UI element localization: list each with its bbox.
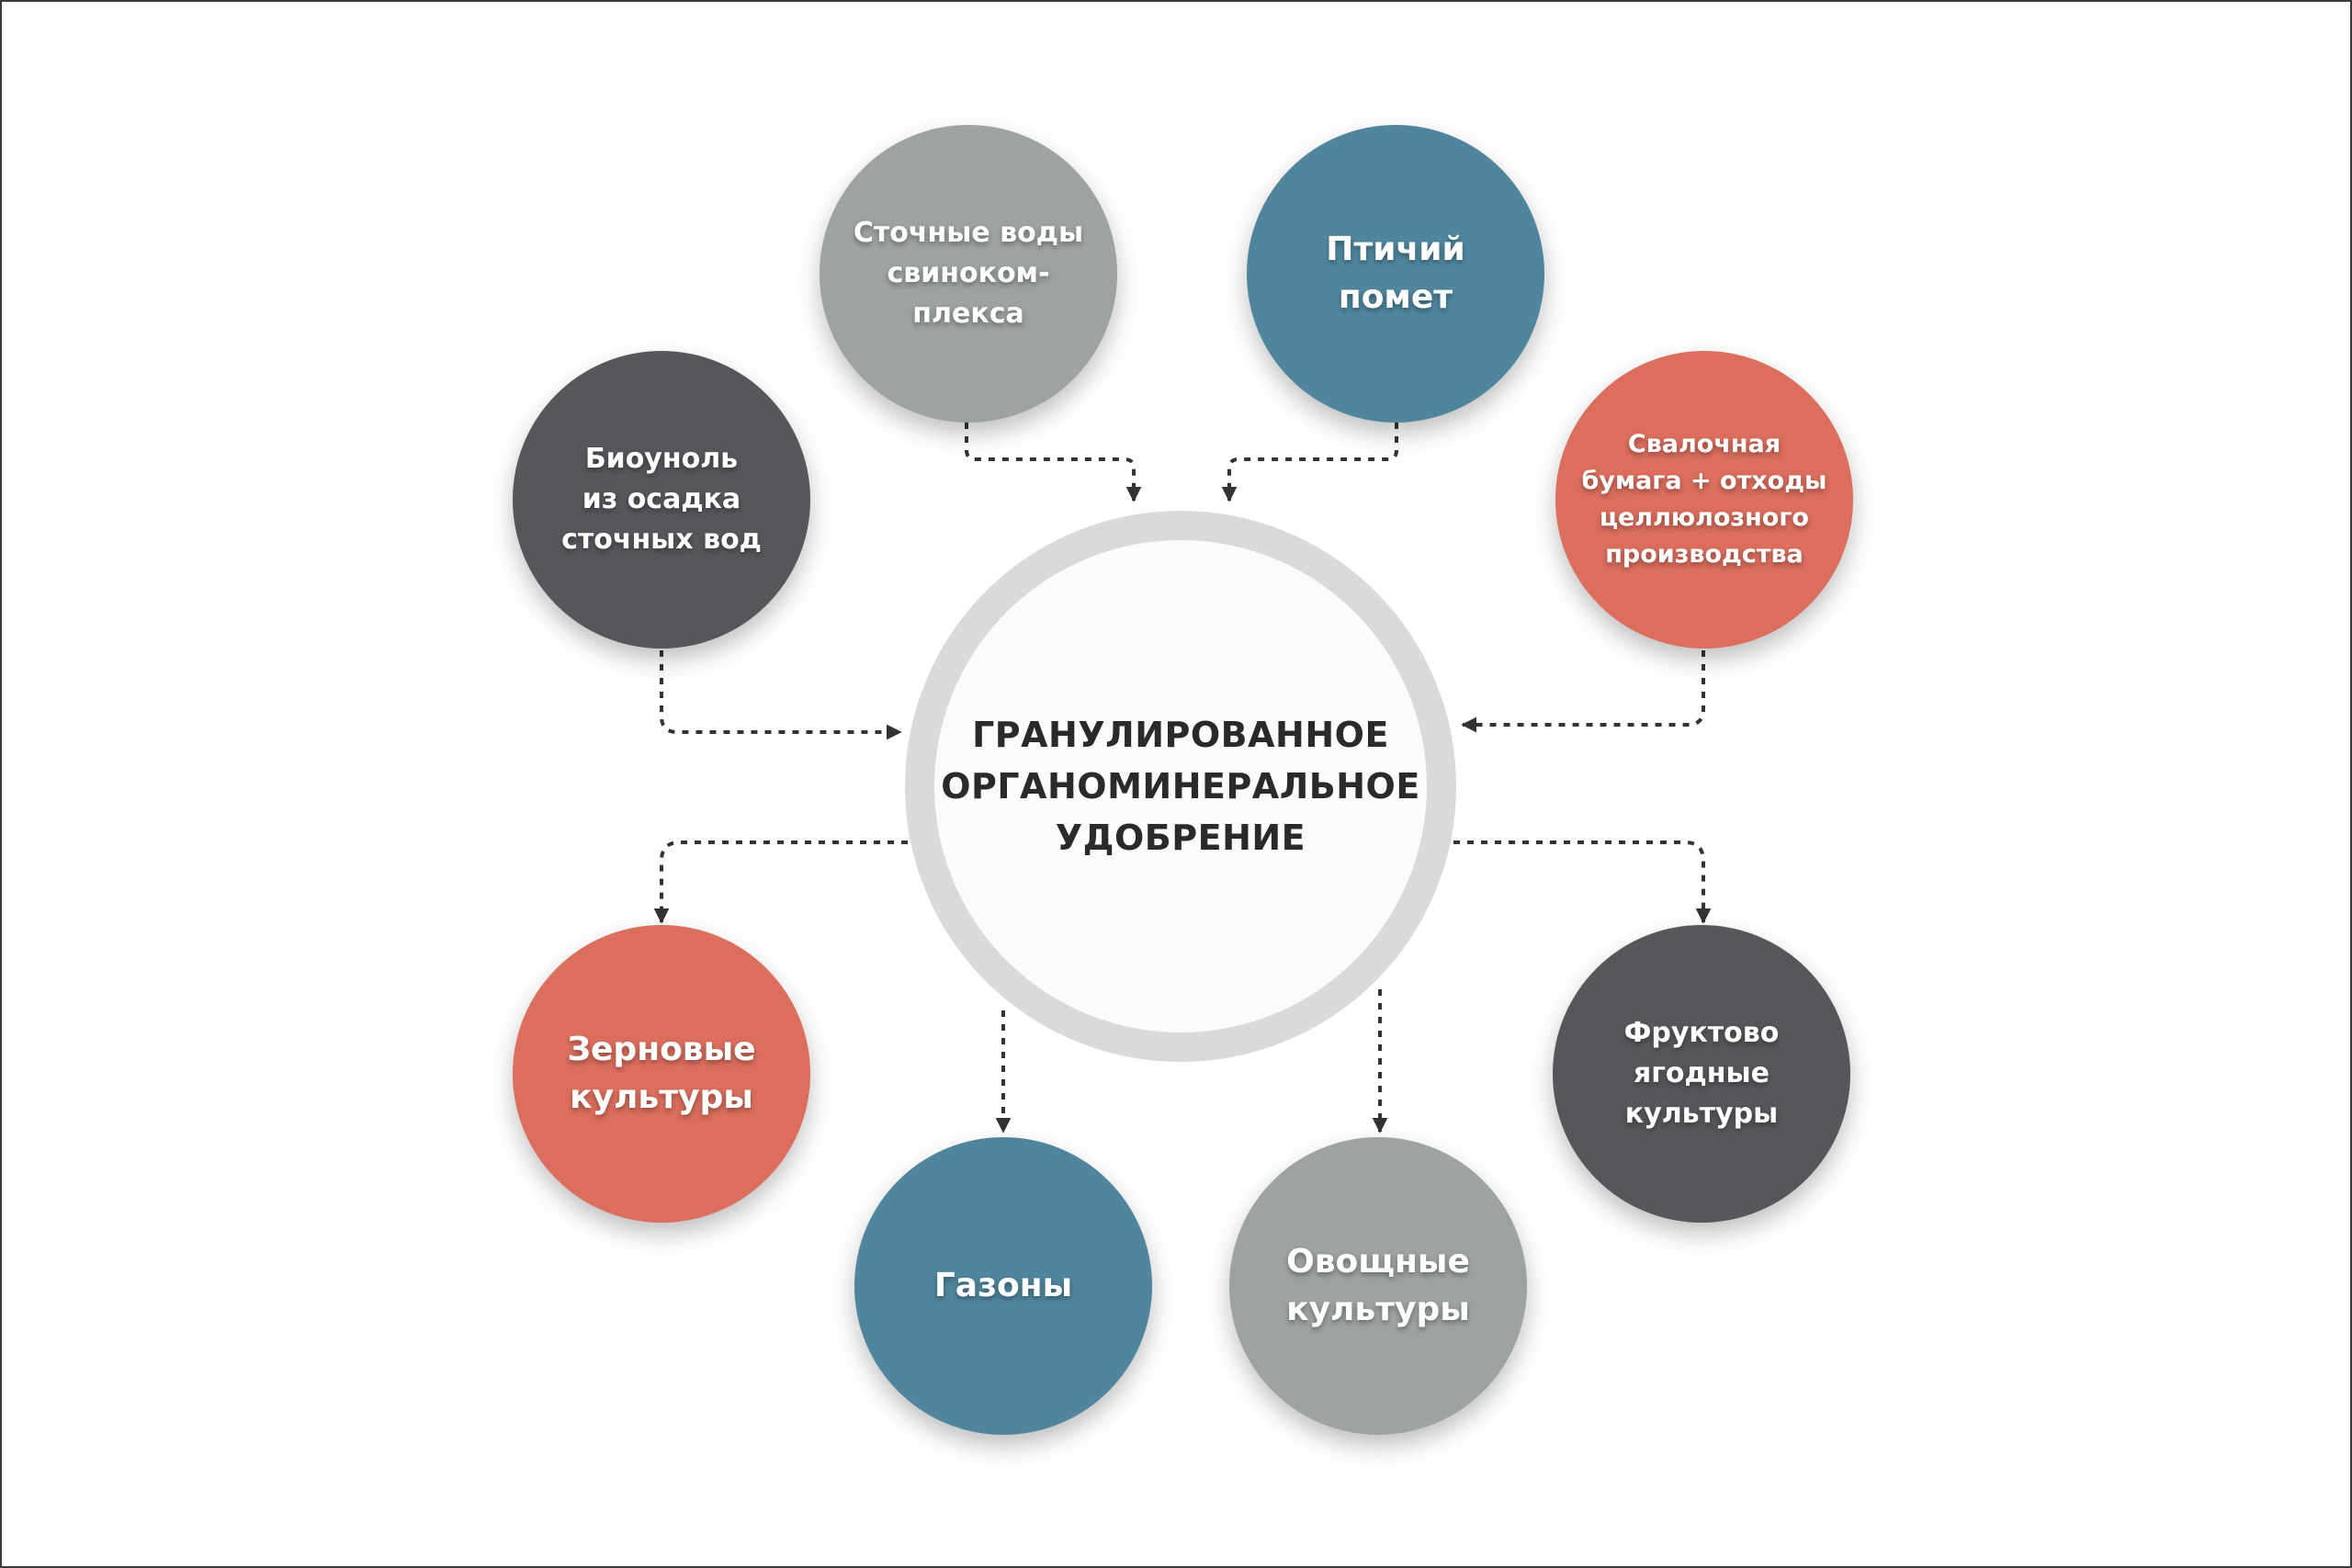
node-label: Газоны (934, 1262, 1072, 1310)
title-line: ОРГАНОМИНЕРАЛЬНОЕ (941, 766, 1420, 807)
label-line: Свалочная (1627, 430, 1781, 458)
node-label: Зерновые культуры (567, 1026, 755, 1122)
label-line: свиноком- (887, 257, 1050, 289)
node-lawns: Газоны (854, 1137, 1152, 1435)
node-pig-wastewater: Сточные воды свиноком- плекса (820, 125, 1117, 423)
arrow-center-to-grain (653, 840, 908, 924)
node-grain-crops: Зерновые культуры (513, 925, 810, 1223)
label-line: культуры (570, 1078, 753, 1116)
title-line: УДОБРЕНИЕ (1055, 818, 1306, 858)
label-line: ягодные (1634, 1057, 1770, 1089)
node-label: Сточные воды свиноком- плекса (854, 213, 1083, 334)
label-line: культуры (1286, 1291, 1470, 1328)
label-line: плекса (912, 298, 1024, 330)
label-line: Овощные (1286, 1243, 1470, 1280)
arrow-center-to-fruit-berry (1453, 840, 1712, 924)
arrow-pig-wastewater-to-center (965, 423, 1142, 502)
arrow-paper-waste-to-center (1461, 650, 1705, 733)
node-landfill-paper: Свалочная бумага + отходы целлюлозного п… (1555, 351, 1853, 649)
label-line: производства (1605, 540, 1804, 569)
node-label: Фруктово ягодные культуры (1624, 1013, 1780, 1134)
label-line: сточных вод (561, 524, 762, 556)
node-label: Свалочная бумага + отходы целлюлозного п… (1582, 426, 1827, 573)
label-line: целлюлозного (1599, 503, 1809, 532)
title-line: ГРАНУЛИРОВАННОЕ (972, 715, 1389, 755)
center-title: ГРАНУЛИРОВАННОЕ ОРГАНОМИНЕРАЛЬНОЕ УДОБРЕ… (941, 709, 1420, 863)
label-line: Биоуноль (584, 443, 739, 475)
label-line: бумага + отходы (1581, 467, 1827, 495)
node-bird-droppings: Птичий помет (1247, 125, 1544, 423)
node-label: Птичий помет (1326, 226, 1464, 321)
label-line: Зерновые (567, 1031, 756, 1068)
label-line: Фруктово (1623, 1017, 1780, 1049)
node-label: Биоуноль из осадка сточных вод (561, 439, 762, 560)
label-line: Газоны (933, 1267, 1073, 1304)
arrow-biounol-to-center (660, 650, 902, 740)
node-vegetable-crops: Овощные культуры (1229, 1137, 1527, 1435)
label-line: культуры (1624, 1098, 1779, 1130)
label-line: помет (1338, 278, 1453, 316)
node-fruit-berry-crops: Фруктово ягодные культуры (1553, 925, 1850, 1223)
node-biounol: Биоуноль из осадка сточных вод (513, 351, 810, 649)
label-line: Птичий (1326, 231, 1465, 268)
center-fertilizer-circle: ГРАНУЛИРОВАННОЕ ОРГАНОМИНЕРАЛЬНОЕ УДОБРЕ… (905, 511, 1456, 1062)
arrow-bird-droppings-to-center (1221, 423, 1398, 502)
node-label: Овощные культуры (1286, 1238, 1470, 1334)
label-line: Сточные воды (853, 217, 1084, 249)
label-line: из осадка (582, 483, 741, 515)
